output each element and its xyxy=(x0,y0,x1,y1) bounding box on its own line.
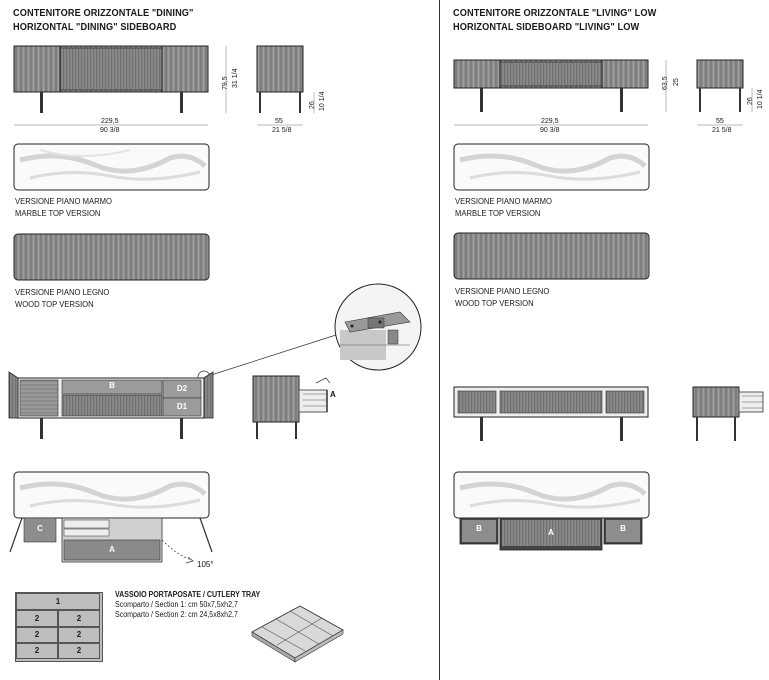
right-title-en: HORIZONTAL SIDEBOARD "LIVING" LOW xyxy=(453,22,640,33)
left-title-it: CONTENITORE ORIZZONTALE "DINING" xyxy=(13,8,194,19)
tray-section-2a: 2 xyxy=(16,610,58,627)
label-a-side: A xyxy=(330,390,336,399)
left-width-in: 90 3/8 xyxy=(100,127,120,134)
tray-section-2c: 2 xyxy=(16,627,58,643)
right-front-view xyxy=(453,59,649,112)
right-width-in: 90 3/8 xyxy=(540,127,560,134)
right-wood-en: WOOD TOP VERSION xyxy=(455,298,534,308)
tray-line-2: Scomparto / Section 2: cm 24,5x8xh2,7 xyxy=(115,610,238,619)
tray-section-2e: 2 xyxy=(16,643,58,659)
tray-section-2d: 2 xyxy=(58,627,100,643)
right-depth-cm: 55 xyxy=(716,118,724,125)
left-side-view xyxy=(256,45,304,113)
left-marble-top xyxy=(13,143,210,191)
tray-title: VASSOIO PORTAPOSATE / CUTLERY TRAY xyxy=(115,590,261,599)
right-depth-in: 21 5/8 xyxy=(712,127,732,134)
left-top-open-view xyxy=(9,471,213,564)
right-marble-en: MARBLE TOP VERSION xyxy=(455,208,541,218)
label-d2: D2 xyxy=(176,384,188,393)
left-wood-en: WOOD TOP VERSION xyxy=(15,299,94,309)
left-width-cm: 229,5 xyxy=(101,118,119,125)
right-drawer-side-view xyxy=(692,386,764,441)
label-a-open: A xyxy=(109,545,115,554)
right-side-view xyxy=(696,59,744,112)
left-marble-en: MARBLE TOP VERSION xyxy=(15,208,101,218)
right-wood-it: VERSIONE PIANO LEGNO xyxy=(455,286,550,296)
cutlery-tray-illustration xyxy=(251,605,344,663)
left-wood-top xyxy=(13,233,210,281)
left-wood-it: VERSIONE PIANO LEGNO xyxy=(15,287,110,297)
tray-section-2b: 2 xyxy=(58,610,100,627)
right-label-a: A xyxy=(548,528,554,537)
right-width-cm: 229,5 xyxy=(541,118,559,125)
right-title-it: CONTENITORE ORIZZONTALE "LIVING" LOW xyxy=(453,8,657,19)
label-d1: D1 xyxy=(176,402,188,411)
tray-layout-grid: 1 2 2 2 2 2 2 xyxy=(15,592,103,662)
tray-section-2f: 2 xyxy=(58,643,100,659)
left-front-view xyxy=(13,45,209,113)
left-drawer-side-view xyxy=(252,375,331,439)
label-b: B xyxy=(109,381,115,390)
right-open-front-view xyxy=(453,386,649,441)
right-top-open-view xyxy=(453,471,650,551)
tray-section-1: 1 xyxy=(16,593,100,610)
right-label-b1: B xyxy=(476,524,482,533)
label-c: C xyxy=(37,524,43,533)
tray-line-1: Scomparto / Section 1: cm 50x7,5xh2,7 xyxy=(115,600,238,609)
column-divider xyxy=(439,0,440,680)
right-wood-top xyxy=(453,232,650,280)
right-marble-it: VERSIONE PIANO MARMO xyxy=(455,196,552,206)
left-title-en: HORIZONTAL "DINING" SIDEBOARD xyxy=(13,22,177,33)
left-marble-it: VERSIONE PIANO MARMO xyxy=(15,196,112,206)
left-depth-in: 21 5/8 xyxy=(272,127,292,134)
left-open-front-view xyxy=(8,371,214,439)
right-marble-top xyxy=(453,143,650,191)
right-label-b2: B xyxy=(620,524,626,533)
opening-angle: 105° xyxy=(197,560,214,569)
left-hinge-detail xyxy=(334,283,422,371)
left-depth-cm: 55 xyxy=(275,118,283,125)
